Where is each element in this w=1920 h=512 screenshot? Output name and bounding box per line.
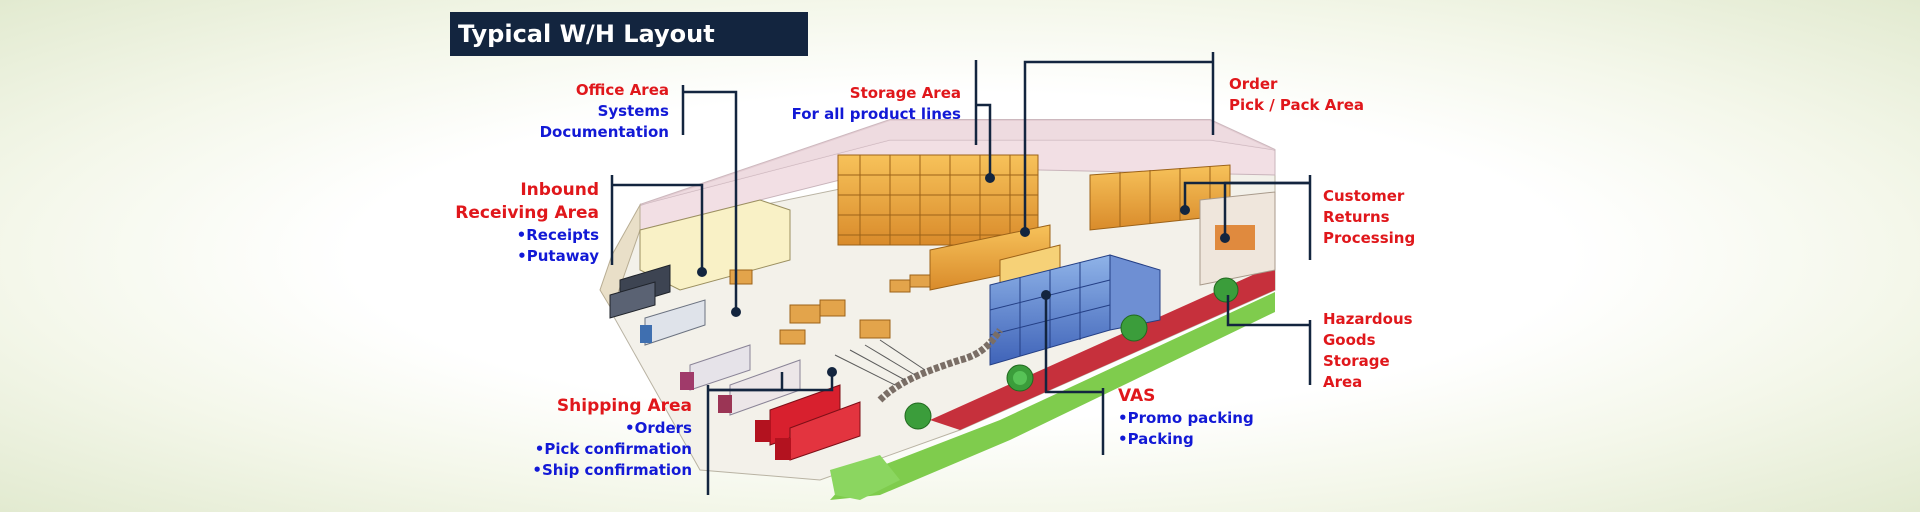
roof xyxy=(640,120,1275,205)
callout-dots xyxy=(697,173,1230,377)
office-block xyxy=(639,199,791,291)
lawn-strip xyxy=(830,292,1275,500)
conveyor xyxy=(877,328,1003,403)
office-area-label: Office Area Systems Documentation xyxy=(539,81,669,141)
shipping-area-label: Shipping Area •Orders •Pick confirmation… xyxy=(532,396,692,479)
inbound-trucks xyxy=(609,264,706,346)
inbound-receiving-label: Inbound Receiving Area •Receipts •Putawa… xyxy=(455,180,599,265)
customer-returns-label: Customer Returns Processing xyxy=(1323,187,1416,247)
trees xyxy=(904,277,1239,430)
vas-racks xyxy=(989,254,1161,366)
shipping-docks xyxy=(834,339,926,386)
order-pick-pack-label: Order Pick / Pack Area xyxy=(1229,75,1365,114)
outbound-trucks xyxy=(680,344,861,461)
callout-lines xyxy=(610,52,1312,495)
storage-area-label: Storage Area For all product lines xyxy=(791,84,961,123)
diagram-title: Typical W/H Layout xyxy=(450,12,808,56)
driveway-green xyxy=(830,455,900,500)
vas-label: VAS •Promo packing •Packing xyxy=(1118,386,1254,448)
hazardous-goods-label: Hazardous Goods Storage Area xyxy=(1323,310,1413,391)
left-wall xyxy=(599,203,641,312)
